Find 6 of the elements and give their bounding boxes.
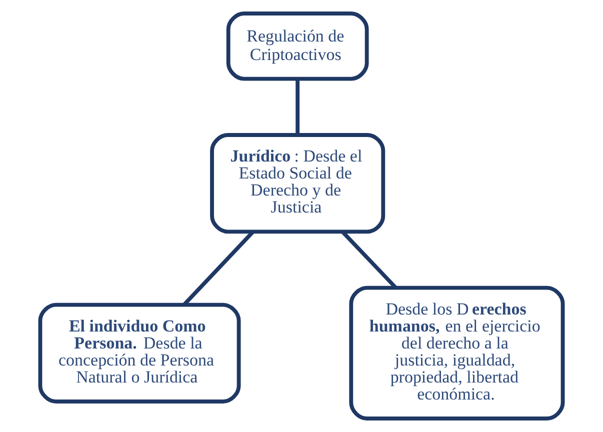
node-box: El individuo Como Persona. Desde la concepción de Persona Natural o Jurídica [38,302,241,404]
connector [341,230,397,289]
node-box: Jurídico: Desde el Estado Social de Derecho y de Justicia [210,133,386,234]
connector [183,230,254,306]
connector [296,79,300,135]
node-box: Regulación de Criptoactivos [226,12,369,81]
